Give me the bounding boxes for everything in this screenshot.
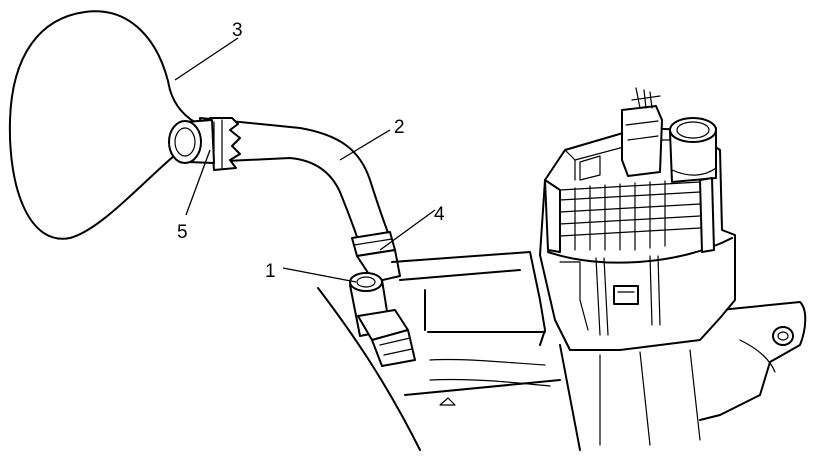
hose-lower-collar (351, 231, 401, 283)
hose-open-end (168, 119, 215, 164)
funnel (8, 10, 201, 240)
callout-2: 2 (394, 117, 405, 138)
breather-fitting (349, 272, 416, 367)
callout-4: 4 (434, 204, 445, 225)
control-module (539, 87, 736, 351)
leader-lines (174, 37, 436, 283)
transmission-housing (317, 251, 807, 451)
callout-1: 1 (265, 261, 276, 282)
callout-3: 3 (232, 20, 243, 41)
callout-5: 5 (177, 222, 188, 243)
